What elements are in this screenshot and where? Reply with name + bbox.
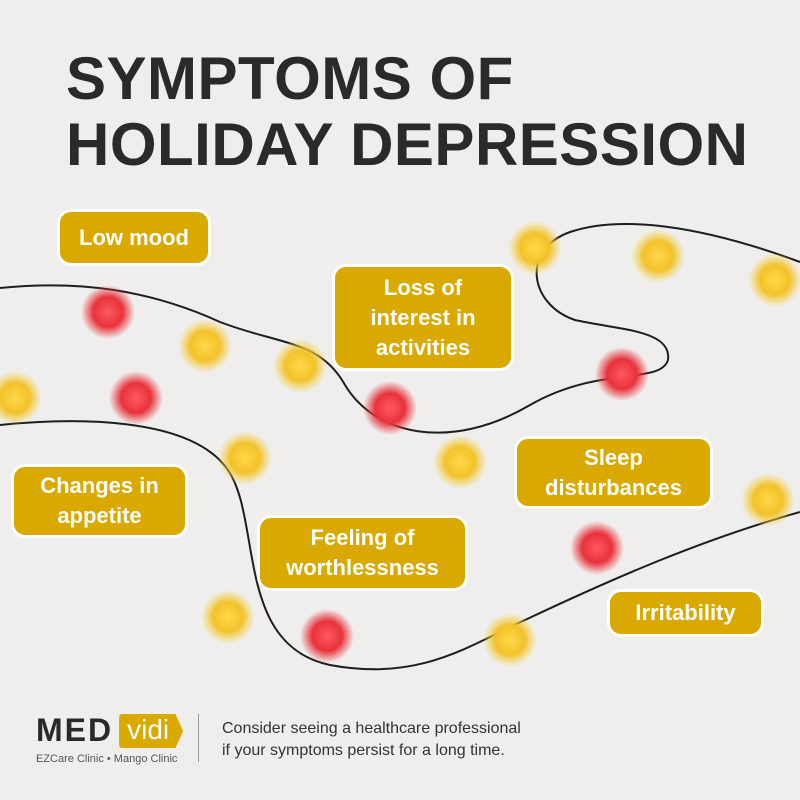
yellow-bulb [178,319,232,373]
yellow-bulb [0,371,42,425]
yellow-bulb [201,590,255,644]
yellow-bulb [508,221,562,275]
symptom-sleep: Sleep disturbances [514,436,713,509]
yellow-bulb [483,613,537,667]
red-bulb [300,609,354,663]
symptom-low-mood: Low mood [57,209,211,266]
symptom-worthlessness: Feeling of worthlessness [257,515,468,591]
footer-note: Consider seeing a healthcare professiona… [222,720,521,759]
yellow-bulb [741,473,795,527]
symptom-appetite: Changes in appetite [11,464,188,538]
symptom-loss-of-interest: Loss of interest in activities [332,264,514,371]
yellow-bulb [218,431,272,485]
yellow-bulb [748,253,800,307]
red-bulb [109,371,163,425]
red-bulb [81,285,135,339]
symptom-irritability: Irritability [607,589,764,637]
yellow-bulb [631,229,685,283]
red-bulb [570,521,624,575]
wire-2 [0,420,800,671]
red-bulb [595,347,649,401]
divider [198,714,199,762]
red-bulb [363,381,417,435]
yellow-bulb [433,435,487,489]
yellow-bulb [273,339,327,393]
clinics-text: EZCare Clinic • Mango Clinic [36,753,178,765]
